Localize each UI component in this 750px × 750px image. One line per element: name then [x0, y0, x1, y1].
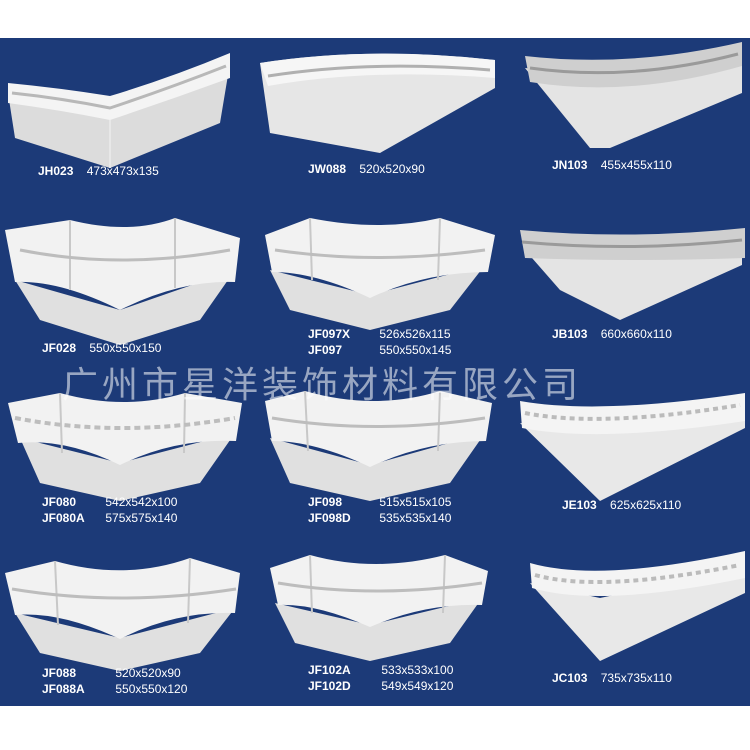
product-dimensions: 550x550x120: [115, 682, 188, 696]
cornice-corner-image: [265, 390, 492, 501]
product-dimensions: 550x550x150: [89, 341, 162, 355]
product-dimensions: 625x625x110: [610, 498, 682, 512]
product-code: JF088: [42, 666, 77, 680]
product-dimensions: 549x549x120: [381, 679, 454, 693]
product-code: JB103: [552, 327, 588, 341]
product-JF088: JF088 520x520x90 JF088A 550x550x120: [0, 543, 250, 703]
cornice-corner-image: [530, 551, 745, 661]
product-JB103: JB103 660x660x110: [500, 210, 750, 370]
product-code: JF098D: [308, 511, 351, 525]
product-JF098: JF098 515x515x105 JF098D 535x535x140: [250, 383, 500, 543]
cornice-corner-image: [8, 53, 230, 168]
product-code: JF102D: [308, 679, 351, 693]
product-dimensions: 542x542x100: [105, 495, 178, 509]
product-JF102A: JF102A 533x533x100 JF102D 549x549x120: [250, 543, 500, 703]
product-dimensions: 533x533x100: [381, 663, 454, 677]
product-JC103: JC103 735x735x110: [500, 543, 750, 703]
product-code: JF097: [308, 343, 343, 357]
cornice-corner-image: [8, 392, 242, 501]
product-code: JC103: [552, 671, 588, 685]
product-dimensions: 520x520x90: [359, 162, 425, 176]
product-code: JE103: [562, 498, 597, 512]
cornice-corner-image: [270, 554, 488, 661]
product-dimensions: 735x735x110: [600, 671, 672, 685]
product-dimensions: 575x575x140: [105, 511, 178, 525]
cornice-corner-image: [265, 217, 495, 330]
product-code: JF080A: [42, 511, 85, 525]
cornice-corner-image: [520, 228, 745, 320]
product-code: JF102A: [308, 663, 351, 677]
product-dimensions: 660x660x110: [600, 327, 672, 341]
product-JE103: JE103 625x625x110: [500, 383, 750, 543]
cornice-corner-image: [525, 42, 742, 148]
product-dimensions: 550x550x145: [379, 343, 452, 357]
product-dimensions: 520x520x90: [115, 666, 181, 680]
product-dimensions: 455x455x110: [600, 158, 672, 172]
product-JF080: JF080 542x542x100 JF080A 575x575x140: [0, 383, 250, 543]
product-code: JW088: [308, 162, 347, 176]
cornice-corner-image: [260, 53, 495, 154]
cornice-corner-image: [5, 218, 240, 345]
catalog-panel: JH023 473x473x135 JW088 520x520x90 JN103…: [0, 38, 750, 706]
company-watermark: 广州市星洋装饰材料有限公司: [62, 365, 583, 406]
product-JH023: JH023 473x473x135: [0, 38, 250, 198]
product-code: JF098: [308, 495, 343, 509]
product-dimensions: 535x535x140: [379, 511, 452, 525]
product-dimensions: 526x526x115: [379, 327, 451, 341]
product-code: JF088A: [42, 682, 85, 696]
product-JF028: JF028 550x550x150: [0, 210, 250, 370]
product-dimensions: 515x515x105: [379, 495, 452, 509]
product-code: JF097X: [308, 327, 351, 341]
product-code: JN103: [552, 158, 588, 172]
product-JF097X: JF097X 526x526x115 JF097 550x550x145: [250, 210, 500, 370]
product-JW088: JW088 520x520x90: [250, 38, 500, 198]
product-code: JF028: [42, 341, 77, 355]
product-code: JF080: [42, 495, 77, 509]
product-JN103: JN103 455x455x110: [500, 38, 750, 198]
cornice-corner-image: [520, 393, 745, 501]
cornice-corner-image: [5, 557, 240, 671]
product-code: JH023: [38, 164, 74, 178]
product-dimensions: 473x473x135: [86, 164, 159, 178]
